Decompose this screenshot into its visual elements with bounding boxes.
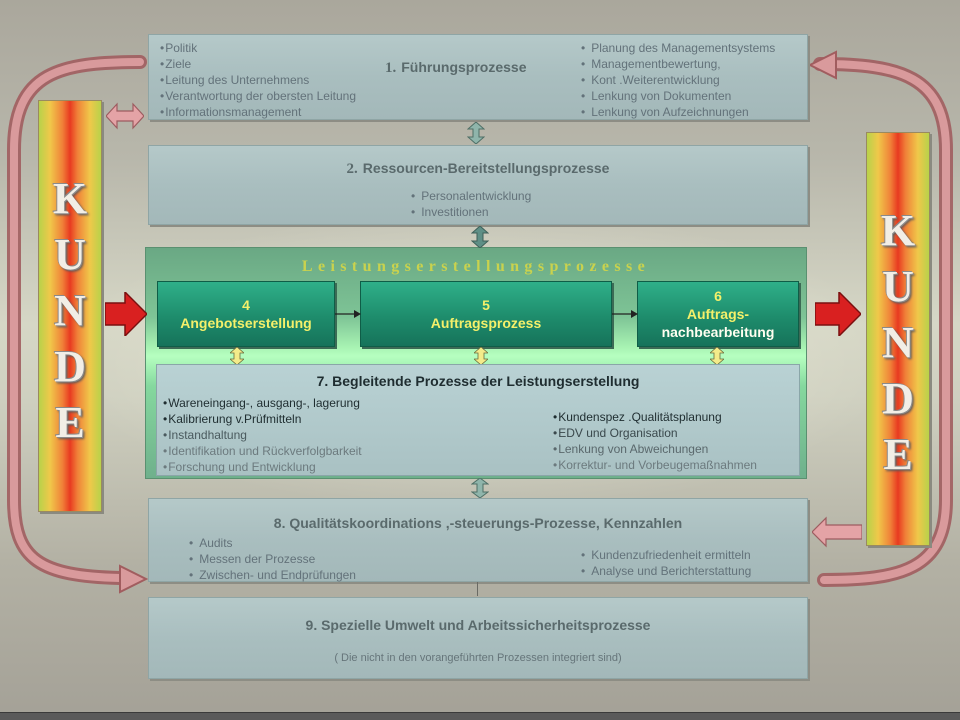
box1-right-list: Planung des Managementsystems Management… <box>581 40 775 120</box>
list-item: Kont .Weiterentwicklung <box>581 72 775 88</box>
list-item: Kalibrierung v.Prüfmitteln <box>163 411 362 427</box>
leistung-title: Leistungserstellungsprozesse <box>301 258 651 275</box>
box-ressourcen: 2.Ressourcen-Bereitstellungsprozesse Per… <box>148 145 808 225</box>
connector-line <box>477 582 478 596</box>
kunde-letter: K <box>52 174 88 223</box>
list-item: Informationsmanagement <box>160 104 356 120</box>
arrow-kunde-box8 <box>812 516 862 548</box>
list-item: Verantwortung der obersten Leitung <box>160 88 356 104</box>
step-nachbearbeitung: 6 Auftrags- nachbearbeitung <box>637 281 799 347</box>
list-item: Managementbewertung, <box>581 56 775 72</box>
kunde-letter: N <box>882 318 914 367</box>
step6-label-a: Auftrags- <box>686 306 750 322</box>
box1-left-list: Politik Ziele Leitung des Unternehmens V… <box>160 40 356 120</box>
kunde-letter: E <box>883 430 913 479</box>
kunde-letter: D <box>882 374 914 423</box>
red-arrow-input <box>105 292 147 336</box>
list-item: Identifikation und Rückverfolgbarkeit <box>163 443 361 459</box>
box7-right-list: Kundenspez .Qualitätsplanung EDV und Org… <box>553 409 757 473</box>
kunde-right-letters: K U N D E <box>867 203 929 483</box>
box2-title: 2.Ressourcen-Bereitstellungsprozesse <box>149 160 807 178</box>
list-item: Lenkung von Dokumenten <box>581 88 775 104</box>
list-item: Forschung und Entwicklung <box>163 459 362 475</box>
box-begleitende-prozesse: 7. Begleitende Prozesse der Leistungsers… <box>156 364 800 476</box>
double-arrow-step6-box7 <box>710 347 724 365</box>
box1-number: 1. <box>385 60 397 76</box>
list-item: Lenkung von Aufzeichnungen <box>581 104 775 120</box>
list-item: Planung des Managementsystems <box>581 40 775 56</box>
box2-title-text: Ressourcen-Bereitstellungsprozesse <box>362 160 610 176</box>
list-item: Analyse und Berichterstattung <box>581 563 751 579</box>
step4-number: 4 <box>242 297 250 313</box>
double-arrow-leistung-8 <box>471 478 489 498</box>
double-arrow-kunde-box1 <box>106 102 144 130</box>
list-item: Politik <box>160 40 356 56</box>
step6-label-b: nachbearbeitung <box>661 324 775 340</box>
list-item: Audits <box>189 535 356 551</box>
box8-left-list: Audits Messen der Prozesse Zwischen- und… <box>189 535 356 583</box>
step4-label: Angebotserstellung <box>180 315 312 331</box>
leistungserstellung-panel: Leistungserstellungsprozesse 4 Angebotse… <box>145 247 807 479</box>
list-item: Lenkung von Abweichungen <box>553 441 757 457</box>
list-item: Ziele <box>160 56 356 72</box>
double-arrow-2-leistung <box>471 226 489 248</box>
list-item: Kundenspez .Qualitätsplanung <box>553 409 757 425</box>
list-item: Zwischen- und Endprüfungen <box>189 567 356 583</box>
double-arrow-1-2 <box>467 122 485 144</box>
list-item: Korrektur- und Vorbeugemaßnahmen <box>553 457 757 473</box>
step6-number: 6 <box>714 288 722 304</box>
list-item: Instandhaltung <box>163 427 362 443</box>
kunde-letter: D <box>54 342 86 391</box>
box2-number: 2. <box>346 161 358 177</box>
flow-arrow-5-6 <box>612 310 638 318</box>
double-arrow-step4-box7 <box>230 347 244 365</box>
kunde-letter: N <box>54 286 86 335</box>
list-item: Leitung des Unternehmens <box>160 72 356 88</box>
kunde-letter: E <box>55 398 85 447</box>
box9-title: 9. Spezielle Umwelt und Arbeitssicherhei… <box>305 617 651 633</box>
list-item: Kundenzufriedenheit ermitteln <box>581 547 751 563</box>
kunde-letter: U <box>54 230 86 279</box>
step5-number: 5 <box>482 297 490 313</box>
box-fuehrungsprozesse: 1.Führungsprozesse Politik Ziele Leitung… <box>148 34 808 120</box>
kunde-letter: K <box>880 206 916 255</box>
list-item: Messen der Prozesse <box>189 551 356 567</box>
box8-title: 8. Qualitätskoordinations ,-steuerungs-P… <box>273 515 683 531</box>
box-qualitaetskoordination: 8. Qualitätskoordinations ,-steuerungs-P… <box>148 498 808 582</box>
kunde-left-bar: K U N D E <box>38 100 102 512</box>
red-arrow-output <box>815 292 861 336</box>
box1-title: 1.Führungsprozesse <box>385 59 527 77</box>
box8-right-list: Kundenzufriedenheit ermitteln Analyse un… <box>581 547 751 579</box>
step5-label: Auftragsprozess <box>430 315 542 331</box>
box7-left-list: Wareneingang-, ausgang-, lagerung Kalibr… <box>163 395 362 475</box>
kunde-right-bar: K U N D E <box>866 132 930 546</box>
box-umwelt-arbeitssicherheit: 9. Spezielle Umwelt und Arbeitssicherhei… <box>148 597 808 679</box>
kunde-letter: U <box>882 262 914 311</box>
box1-title-text: Führungsprozesse <box>401 59 527 75</box>
step-auftragsprozess: 5 Auftragsprozess <box>360 281 612 347</box>
double-arrow-step5-box7 <box>474 347 488 365</box>
list-item: EDV und Organisation <box>553 425 757 441</box>
box9-note: ( Die nicht in den vorangeführten Prozes… <box>334 652 622 664</box>
bottom-bar <box>0 712 960 720</box>
flow-arrow-4-5 <box>335 310 361 318</box>
step-angebotserstellung: 4 Angebotserstellung <box>157 281 335 347</box>
box7-title: 7. Begleitende Prozesse der Leistungsers… <box>316 373 640 389</box>
list-item: Investitionen <box>411 204 531 220</box>
list-item: Personalentwicklung <box>411 188 531 204</box>
list-item: Wareneingang-, ausgang-, lagerung <box>163 395 362 411</box>
kunde-left-letters: K U N D E <box>39 171 101 451</box>
box2-list: Personalentwicklung Investitionen <box>411 188 531 220</box>
